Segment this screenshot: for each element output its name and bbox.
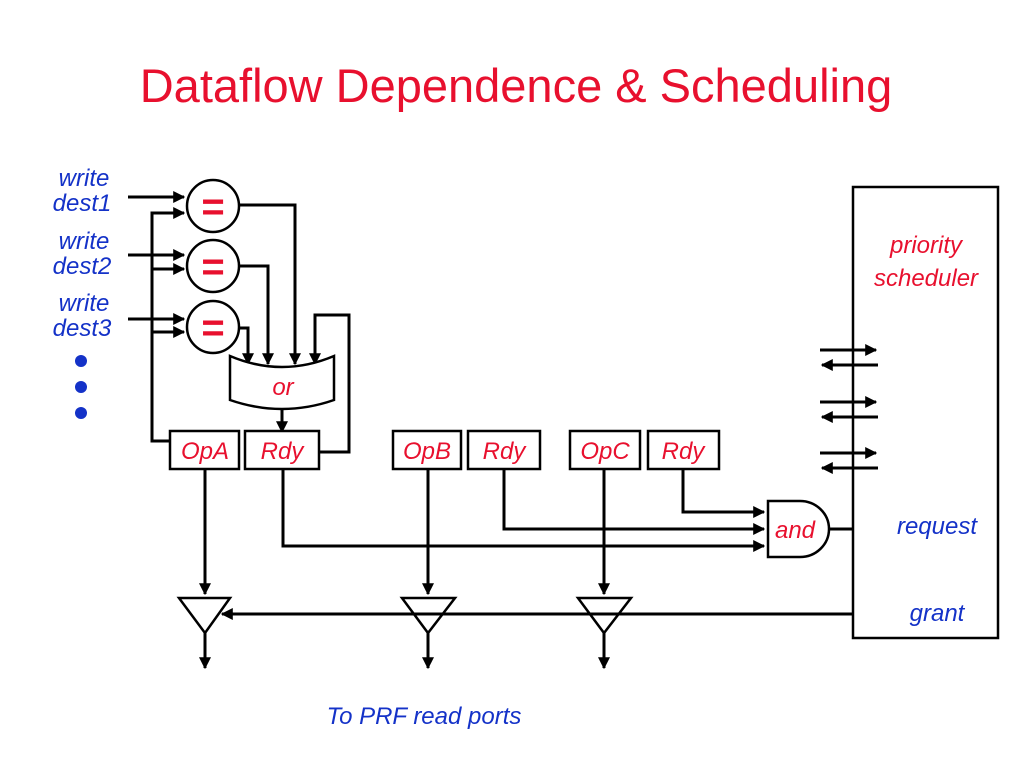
comparator-to-or-wires: [240, 203, 351, 454]
scheduler-port-arrows: [820, 344, 878, 474]
entry-b-op: OpB: [403, 438, 451, 465]
dot-1: [75, 355, 87, 367]
input-3-line2: dest3: [53, 315, 112, 342]
input-wires: [128, 191, 186, 443]
continuation-dots: [75, 355, 87, 419]
comparator-1-symbol: =: [201, 185, 224, 229]
operand-wires: [199, 470, 610, 596]
entry-b: OpB Rdy: [391, 429, 542, 471]
scheduler-line2: scheduler: [874, 265, 979, 292]
or-gate-label: or: [272, 374, 294, 401]
dot-2: [75, 381, 87, 393]
entry-c-ready: Rdy: [662, 438, 707, 465]
input-1-line1: write: [59, 165, 110, 192]
entry-a-ready: Rdy: [261, 438, 306, 465]
comparator-1: =: [185, 178, 241, 234]
entry-c-op: OpC: [580, 438, 630, 465]
comparator-2-symbol: =: [201, 245, 224, 289]
entry-a: OpA Rdy: [168, 429, 321, 471]
request-label: request: [897, 513, 978, 540]
buffer-a: [176, 596, 233, 636]
comparator-3-symbol: =: [201, 306, 224, 350]
entry-b-ready: Rdy: [483, 438, 528, 465]
input-2-line1: write: [59, 228, 110, 255]
input-2-line2: dest2: [53, 253, 112, 280]
input-labels: write dest1 write dest2 write dest3: [53, 165, 112, 342]
slide-title: Dataflow Dependence & Scheduling: [140, 59, 893, 112]
prf-output-wires: [199, 633, 610, 670]
ready-to-and-wires: [281, 470, 766, 552]
dot-3: [75, 407, 87, 419]
priority-scheduler: priority scheduler: [851, 185, 1000, 640]
or-gate: or: [228, 354, 336, 411]
input-3-line1: write: [59, 290, 110, 317]
footer-label: To PRF read ports: [327, 703, 522, 730]
input-1-line2: dest1: [53, 190, 112, 217]
comparator-2: =: [185, 238, 241, 294]
comparator-3: =: [185, 299, 241, 355]
entry-a-op: OpA: [181, 438, 229, 465]
and-gate-label: and: [775, 517, 816, 544]
entry-c: OpC Rdy: [568, 429, 721, 471]
and-gate: and: [766, 499, 831, 559]
scheduler-line1: priority: [889, 232, 964, 259]
grant-label: grant: [910, 600, 966, 627]
